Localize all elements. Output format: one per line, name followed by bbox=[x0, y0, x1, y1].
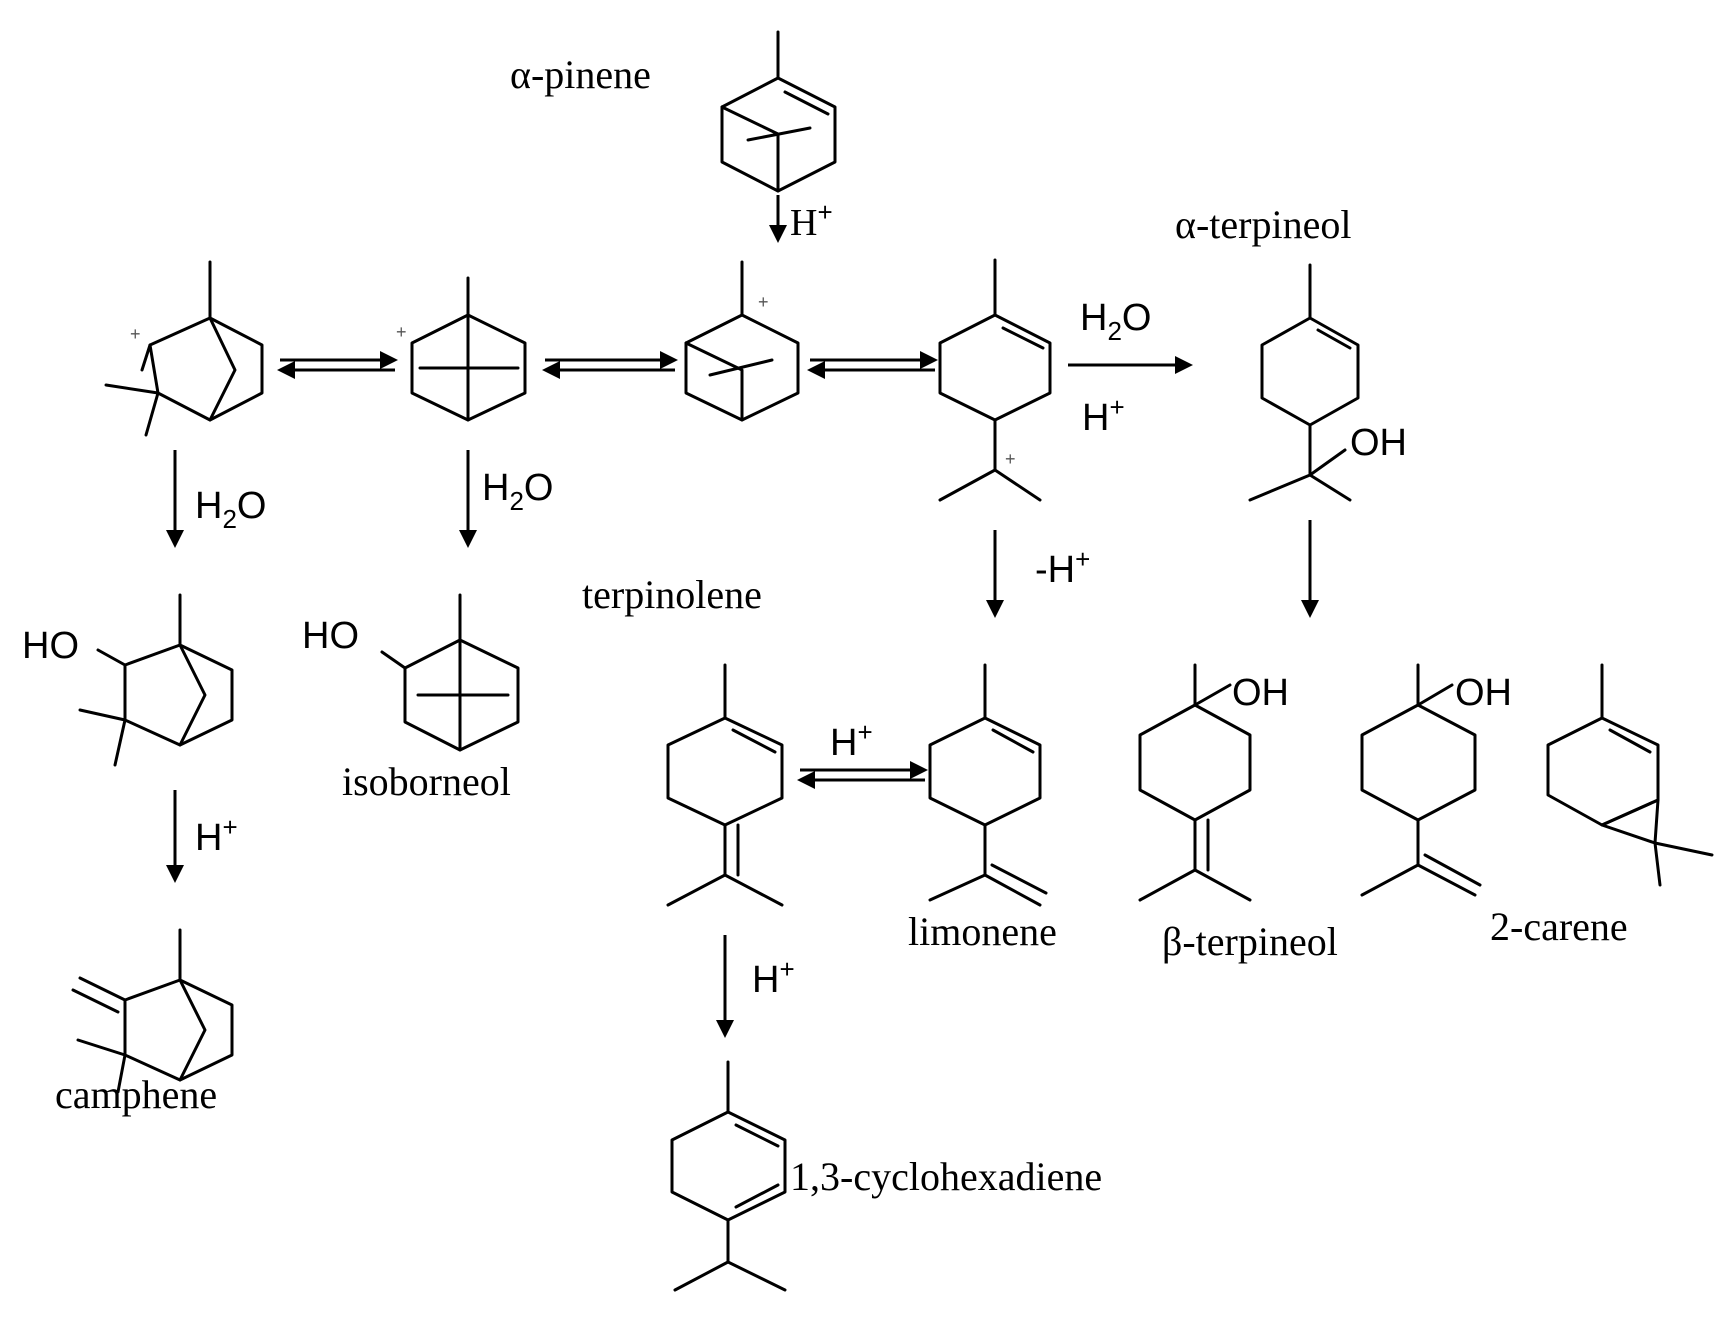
reagent-h-plus-1: H+ bbox=[790, 197, 833, 244]
reagent-water-2: H2O bbox=[195, 485, 266, 534]
alpha-pinene-structure bbox=[720, 30, 837, 193]
terpineol-isomer-oh: OH bbox=[1455, 672, 1512, 714]
pinene-cation-structure bbox=[684, 260, 800, 422]
bornyl-cation-structure bbox=[104, 260, 264, 437]
cation-charge-2: + bbox=[396, 322, 407, 342]
isoborneol-structure bbox=[380, 593, 520, 752]
equilibrium-arrow-1 bbox=[277, 351, 398, 379]
beta-terpineol-structure bbox=[1138, 663, 1252, 902]
camphene-label: camphene bbox=[55, 1072, 217, 1117]
reagent-h-plus-3: H+ bbox=[830, 717, 873, 764]
cation-charge-3: + bbox=[758, 292, 769, 312]
pinanyl-cation-structure bbox=[410, 276, 527, 422]
isoborneol-label: isoborneol bbox=[342, 759, 511, 804]
reagent-water-3: H2O bbox=[482, 467, 553, 516]
terpinolene-structure bbox=[666, 663, 784, 907]
cyclohexadiene-label: 1,3-cyclohexadiene bbox=[790, 1154, 1102, 1199]
equilibrium-arrow-3 bbox=[807, 351, 938, 379]
limonene-label: limonene bbox=[908, 909, 1057, 954]
beta-terpineol-oh: OH bbox=[1232, 672, 1289, 714]
reagent-h-plus-2: H+ bbox=[1082, 392, 1125, 439]
equilibrium-arrow-2 bbox=[542, 351, 678, 379]
reagent-h-plus-4: H+ bbox=[195, 812, 238, 859]
cation-charge-1: + bbox=[130, 324, 141, 344]
terpinolene-label: terpinolene bbox=[582, 572, 762, 617]
cation-charge-4: + bbox=[1005, 449, 1016, 469]
beta-terpineol-label: β-terpineol bbox=[1162, 919, 1338, 964]
equilibrium-arrow-4 bbox=[797, 761, 928, 789]
reagent-minus-h-plus: -H+ bbox=[1035, 544, 1090, 591]
reagent-h-plus-5: H+ bbox=[752, 954, 795, 1001]
isoborneol-ho: HO bbox=[302, 615, 359, 657]
carene-label: 2-carene bbox=[1490, 904, 1628, 949]
camphene-structure bbox=[71, 928, 234, 1094]
carene-structure bbox=[1546, 663, 1714, 887]
terpineol-isomer-structure bbox=[1360, 663, 1482, 897]
alpha-terpineol-oh: OH bbox=[1350, 422, 1407, 464]
alpha-terpineol-structure bbox=[1248, 263, 1360, 502]
alpha-pinene-label: α-pinene bbox=[510, 52, 651, 97]
reagent-water-1: H2O bbox=[1080, 297, 1151, 346]
alpha-terpineol-label: α-terpineol bbox=[1175, 202, 1351, 247]
borneol-structure bbox=[78, 593, 234, 767]
cyclohexadiene-structure bbox=[670, 1060, 787, 1292]
limonene-structure bbox=[928, 663, 1048, 907]
borneol-ho: HO bbox=[22, 625, 79, 667]
terpinyl-cation-structure bbox=[938, 258, 1052, 502]
